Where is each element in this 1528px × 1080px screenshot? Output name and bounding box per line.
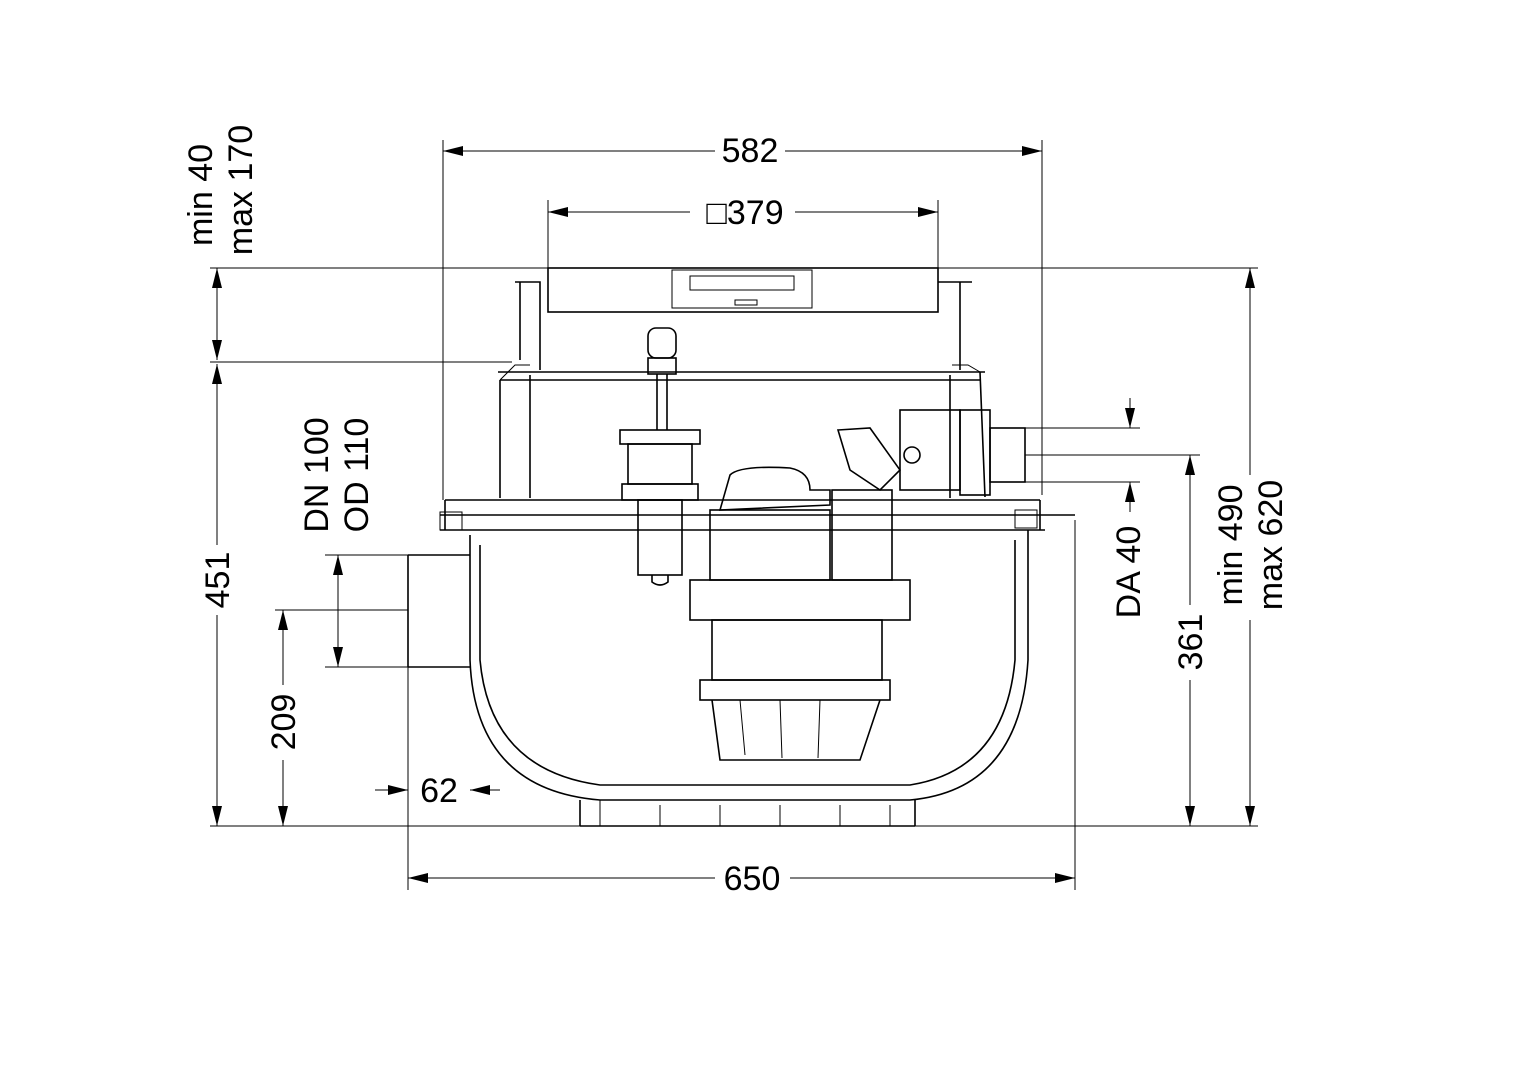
dim-outlet-da: DA 40 [1110, 526, 1148, 619]
dim-inlet-od: OD 110 [338, 418, 376, 533]
dim-total-min: min 490 [1212, 485, 1250, 606]
dimension-labels: 582 □379 min 40 max 170 451 209 DN 100 O… [182, 125, 1290, 898]
pump-flange [689, 579, 911, 621]
dim-cover-size: □379 [706, 194, 783, 232]
dim-adjust-max: max 170 [222, 125, 260, 255]
dimension-lines [210, 140, 1258, 890]
pump-handle [718, 466, 831, 511]
dim-inlet-offset: 62 [420, 772, 458, 810]
dim-body-height: 451 [199, 552, 237, 609]
cover-grate [671, 269, 813, 309]
dim-outlet-height: 361 [1172, 614, 1210, 671]
dim-adjust-min: min 40 [182, 144, 220, 246]
outlet-pipe [989, 427, 1026, 483]
dim-inlet-height: 209 [265, 694, 303, 751]
tank-drawing [407, 267, 1075, 827]
dim-top-width: 582 [722, 132, 779, 170]
check-valve [899, 409, 961, 491]
dim-base-width: 650 [724, 860, 781, 898]
float-switch-head [647, 327, 677, 359]
dim-total-max: max 620 [1252, 480, 1290, 610]
dim-inlet-dn: DN 100 [298, 417, 336, 532]
